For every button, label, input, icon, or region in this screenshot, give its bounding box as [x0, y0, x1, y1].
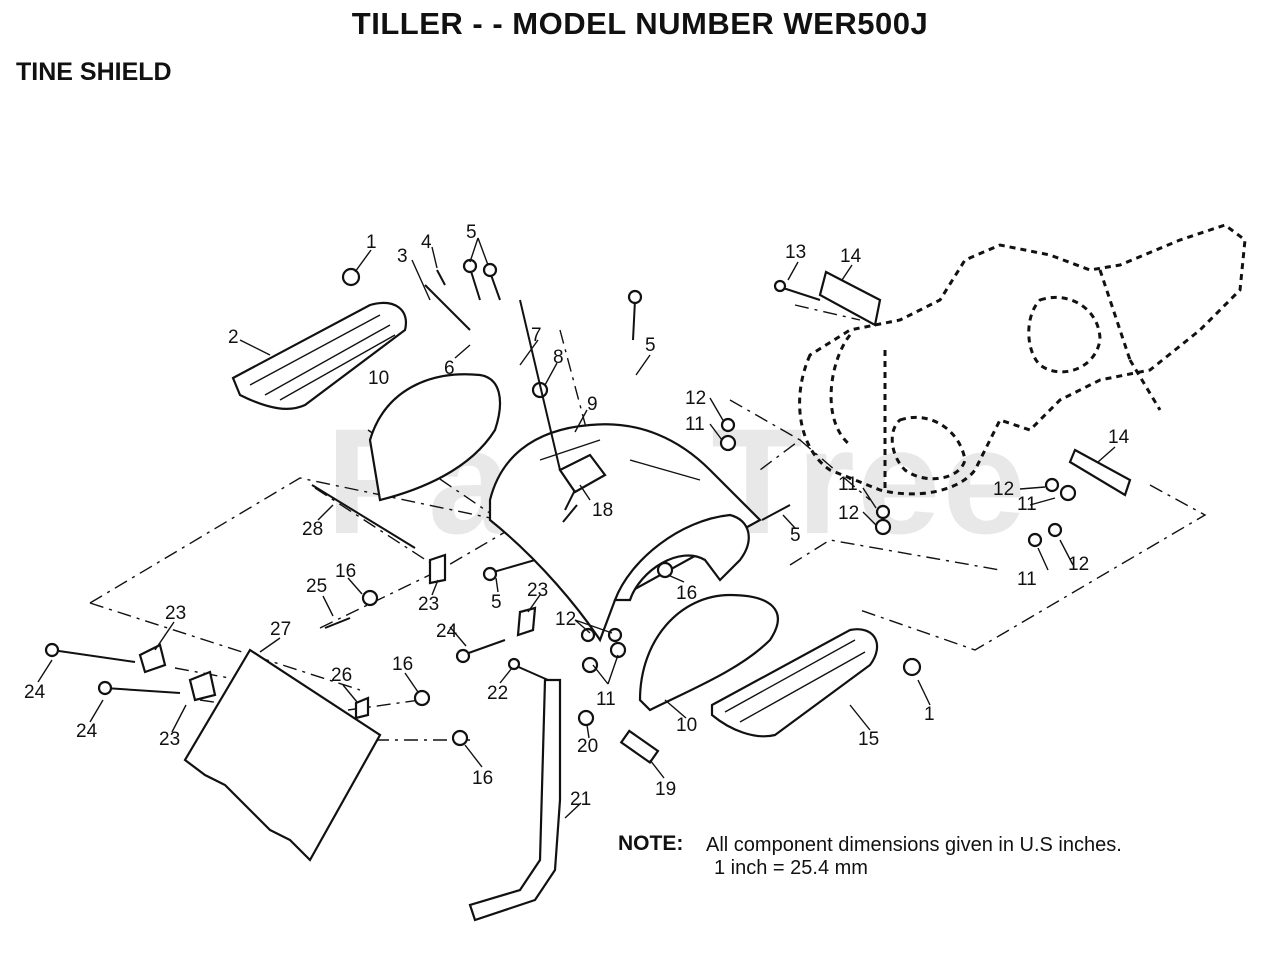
- callout-21: 21: [570, 789, 591, 810]
- rod-28: [311, 484, 416, 549]
- callout-5: 5: [466, 222, 477, 243]
- callout-12: 12: [555, 609, 576, 630]
- tiller-body-outline: [798, 223, 1247, 496]
- callout-23: 23: [165, 603, 186, 624]
- callout-23: 23: [159, 729, 180, 750]
- callout-1: 1: [924, 704, 935, 725]
- callout-22: 22: [487, 683, 508, 704]
- callout-23: 23: [527, 580, 548, 601]
- callout-12: 12: [1068, 554, 1089, 575]
- callout-24: 24: [436, 621, 458, 642]
- callout-9: 9: [587, 394, 598, 415]
- callout-13: 13: [785, 242, 806, 263]
- callout-14: 14: [1108, 427, 1130, 448]
- bracket-14-upper: [818, 270, 882, 327]
- callout-4: 4: [421, 232, 432, 253]
- callout-5: 5: [790, 525, 801, 546]
- depth-bar-21: [468, 678, 562, 922]
- note-text-line1: All component dimensions given in U.S in…: [706, 834, 1122, 856]
- callout-19: 19: [655, 779, 676, 800]
- callout-16: 16: [472, 768, 493, 789]
- callout-3: 3: [397, 246, 408, 267]
- callout-11: 11: [1017, 569, 1037, 590]
- brackets-23: [138, 553, 537, 720]
- callout-6: 6: [444, 358, 455, 379]
- callout-16: 16: [392, 654, 413, 675]
- callout-23: 23: [418, 594, 439, 615]
- shield-flap-lower: [638, 593, 779, 712]
- callout-2: 2: [228, 327, 239, 348]
- callout-7: 7: [531, 325, 542, 346]
- note-text-line2: 1 inch = 25.4 mm: [714, 857, 868, 879]
- page-title: TILLER - - MODEL NUMBER WER500J: [351, 6, 929, 41]
- callout-11: 11: [1017, 494, 1037, 515]
- side-shield-left: [231, 301, 408, 410]
- callout-18: 18: [592, 500, 613, 521]
- callout-14: 14: [840, 246, 862, 267]
- bracket-14-lower: [1068, 448, 1132, 497]
- callout-27: 27: [270, 619, 291, 640]
- leader-lines: [37, 237, 1116, 819]
- callout-8: 8: [553, 347, 564, 368]
- callout-24: 24: [24, 682, 46, 703]
- note-label: NOTE:: [618, 832, 684, 855]
- callout-26: 26: [331, 665, 352, 686]
- callout-12: 12: [838, 503, 859, 524]
- callout-12: 12: [685, 388, 706, 409]
- callout-5: 5: [491, 592, 502, 613]
- callout-5: 5: [645, 335, 656, 356]
- callout-24: 24: [76, 721, 98, 742]
- callout-11: 11: [685, 414, 705, 435]
- callout-10: 10: [676, 715, 697, 736]
- callout-1: 1: [366, 232, 377, 253]
- shield-frame-right: [613, 513, 750, 602]
- bracket-18: [558, 453, 607, 494]
- callout-11: 11: [838, 474, 858, 495]
- callout-11: 11: [596, 689, 616, 710]
- callout-25: 25: [306, 576, 327, 597]
- side-shield-right: [710, 628, 879, 738]
- callout-28: 28: [302, 519, 323, 540]
- fasteners: [341, 267, 1077, 747]
- callout-16: 16: [676, 583, 697, 604]
- callout-16: 16: [335, 561, 356, 582]
- callout-15: 15: [858, 729, 879, 750]
- callout-12: 12: [993, 479, 1014, 500]
- callout-10: 10: [368, 368, 389, 389]
- shield-flap-upper: [368, 373, 502, 502]
- flap-27: [183, 648, 382, 862]
- pin-19: [619, 729, 660, 765]
- bolts: [44, 258, 821, 696]
- section-title: TINE SHIELD: [16, 58, 172, 86]
- callout-20: 20: [577, 736, 598, 757]
